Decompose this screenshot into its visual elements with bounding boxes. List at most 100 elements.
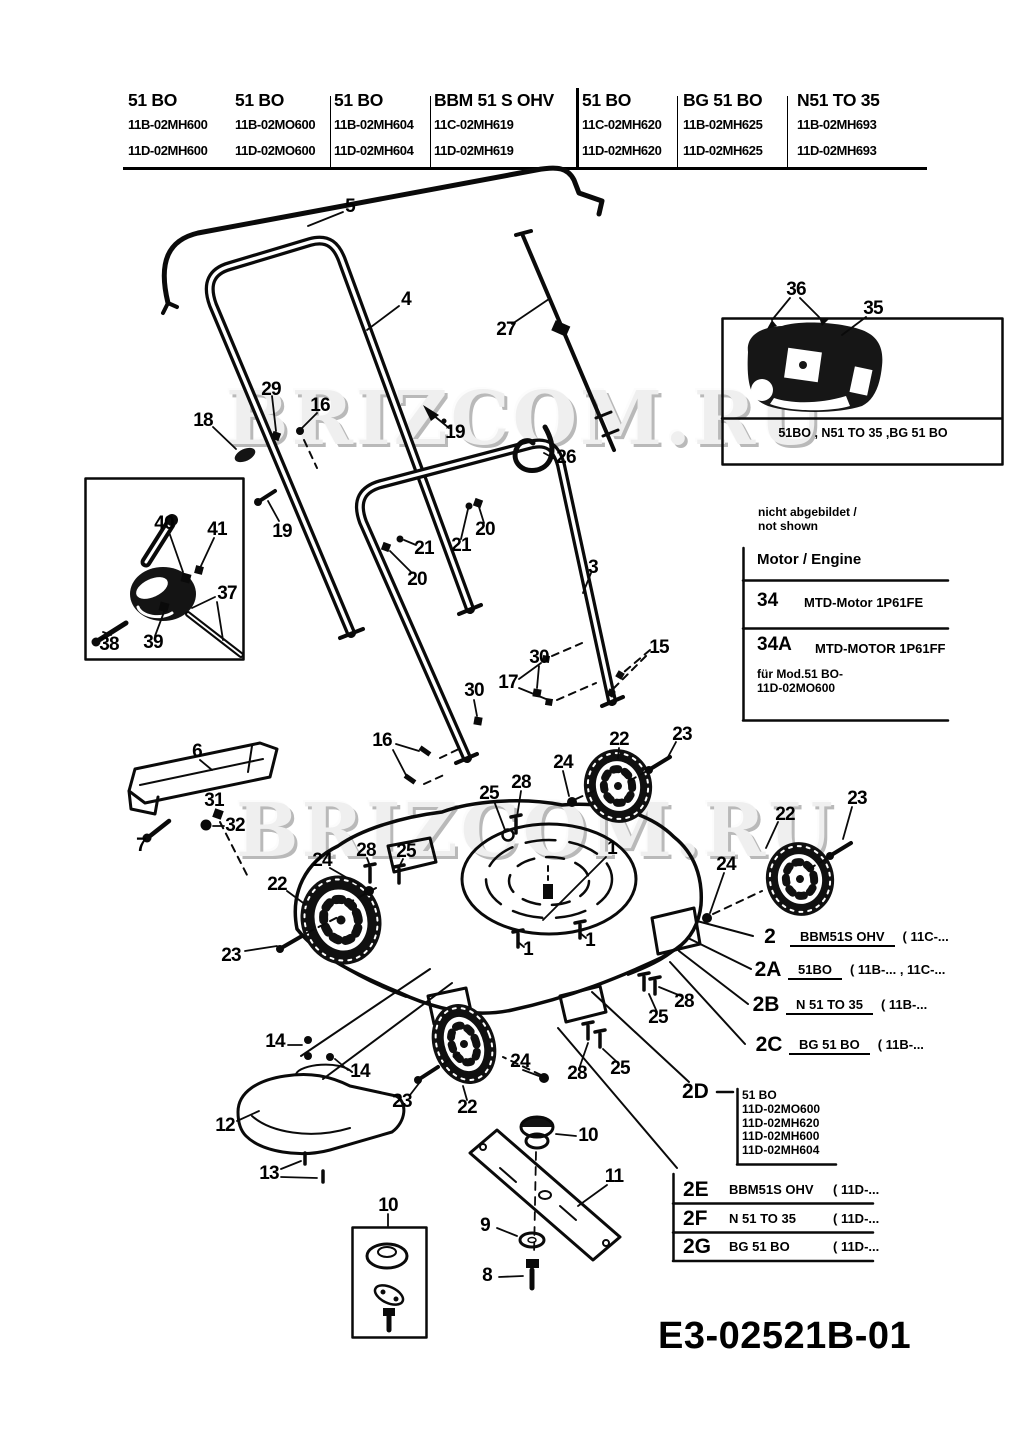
variant-ref: 2C xyxy=(755,1033,783,1056)
part-number-callout: 28 xyxy=(567,1063,587,1084)
model-code: 11B-02MO600 xyxy=(235,117,316,132)
variant-2d-item: 11D-02MH620 xyxy=(742,1115,820,1130)
part-number-callout: 29 xyxy=(261,379,281,400)
model-code: 11B-02MH625 xyxy=(683,117,763,132)
part-number-callout: 14 xyxy=(265,1031,285,1052)
column-divider xyxy=(677,96,678,167)
dashed-leaders xyxy=(219,439,827,1076)
part-number-callout: 31 xyxy=(204,790,224,811)
model-code: 11B-02MH600 xyxy=(128,117,208,132)
bail-rod xyxy=(161,165,605,315)
part-number-callout: 40 xyxy=(154,513,174,534)
part-number-callout: 11 xyxy=(604,1166,624,1187)
model-code: 11D-02MH600 xyxy=(128,143,208,158)
part-number-callout: 38 xyxy=(99,634,119,655)
model-name: BG 51 BO xyxy=(683,90,763,110)
part-number-callout: 22 xyxy=(609,729,629,750)
variant-codes: ( 11B-... xyxy=(877,1037,924,1052)
wheel xyxy=(583,749,653,823)
part-number-callout: 19 xyxy=(445,422,465,443)
part-number-callout: 9 xyxy=(480,1215,491,1236)
part-number-callout: 10 xyxy=(578,1125,598,1146)
control-cable xyxy=(514,229,620,452)
part-number-callout: 8 xyxy=(482,1265,493,1286)
model-code: 11D-02MH693 xyxy=(797,143,877,158)
engine-cover-inset xyxy=(720,317,1004,466)
model-code: 11D-02MH619 xyxy=(434,143,514,158)
wheel xyxy=(431,1004,497,1084)
blade-assembly xyxy=(468,1115,622,1291)
variant-model: BBM51S OHV xyxy=(790,929,895,947)
throttle-control-inset xyxy=(84,477,245,661)
wheel xyxy=(300,875,382,965)
variant-codes: ( 11D-... xyxy=(833,1239,880,1254)
model-name: 51 BO xyxy=(582,90,632,110)
variant-codes: ( 11B-... xyxy=(880,997,928,1012)
part-number-callout: 25 xyxy=(479,783,499,804)
fasteners xyxy=(234,405,853,1184)
part-number-callout: 32 xyxy=(225,815,245,836)
variant-model: 51BO xyxy=(788,962,842,980)
model-code: 11D-02MO600 xyxy=(235,143,316,158)
part-number-callout: 23 xyxy=(672,724,692,745)
variant-ref: 2E xyxy=(683,1178,709,1201)
part-number-callout: 20 xyxy=(475,519,495,540)
upper-handle xyxy=(204,235,483,640)
part-number-callout: 36 xyxy=(786,279,806,300)
part-number-callout: 16 xyxy=(372,730,392,751)
drawing-number: E3-02521B-01 xyxy=(658,1315,912,1357)
hardware-box-inset xyxy=(351,1226,428,1339)
variant-row: 2B N 51 TO 35 ( 11B-... xyxy=(746,993,928,1017)
part-number-callout: 15 xyxy=(649,637,669,658)
variant-model: N 51 TO 35 xyxy=(729,1211,796,1226)
part-number-callout: 20 xyxy=(407,569,427,590)
wheel xyxy=(765,842,835,916)
part-number-callout: 24 xyxy=(716,854,736,875)
part-number-callout: 13 xyxy=(259,1163,279,1184)
variant-codes: ( 11D-... xyxy=(833,1182,880,1197)
part-number-callout: 1 xyxy=(585,930,596,951)
part-number-callout: 25 xyxy=(610,1058,630,1079)
column-divider xyxy=(430,96,431,167)
variant-ref: 2B xyxy=(752,993,780,1016)
model-code: 11C-02MH620 xyxy=(582,117,662,132)
column-divider xyxy=(576,88,579,167)
part-number-callout: 41 xyxy=(207,519,227,540)
mower-deck xyxy=(293,799,704,1026)
variant-ref: 2 xyxy=(764,925,776,948)
column-divider xyxy=(330,96,331,167)
engine-ref: 34A xyxy=(757,634,792,655)
engine-ref: 34 xyxy=(757,590,779,611)
part-number-callout: 17 xyxy=(498,672,518,693)
model-name: BBM 51 S OHV xyxy=(434,90,554,110)
variant-model: N 51 TO 35 xyxy=(786,997,873,1015)
model-name: 51 BO xyxy=(235,90,285,110)
engine-desc: MTD-MOTOR 1P61FF xyxy=(815,641,946,656)
variant-2d-item: 11D-02MH604 xyxy=(742,1143,820,1158)
cable-hook xyxy=(512,424,555,473)
part-number-callout: 23 xyxy=(392,1091,412,1112)
variant-ref: 2A xyxy=(754,958,782,981)
part-number-callout: 28 xyxy=(674,991,694,1012)
part-number-callout: 26 xyxy=(556,447,576,468)
part-number-callout: 19 xyxy=(272,521,292,542)
part-number-callout: 5 xyxy=(345,196,356,217)
part-number-callout: 16 xyxy=(310,395,330,416)
part-number-callout: 3 xyxy=(588,557,599,578)
mulch-plug xyxy=(236,1063,406,1156)
variant-2d-ref: 2D xyxy=(682,1080,709,1103)
part-number-callout: 1 xyxy=(523,939,534,960)
